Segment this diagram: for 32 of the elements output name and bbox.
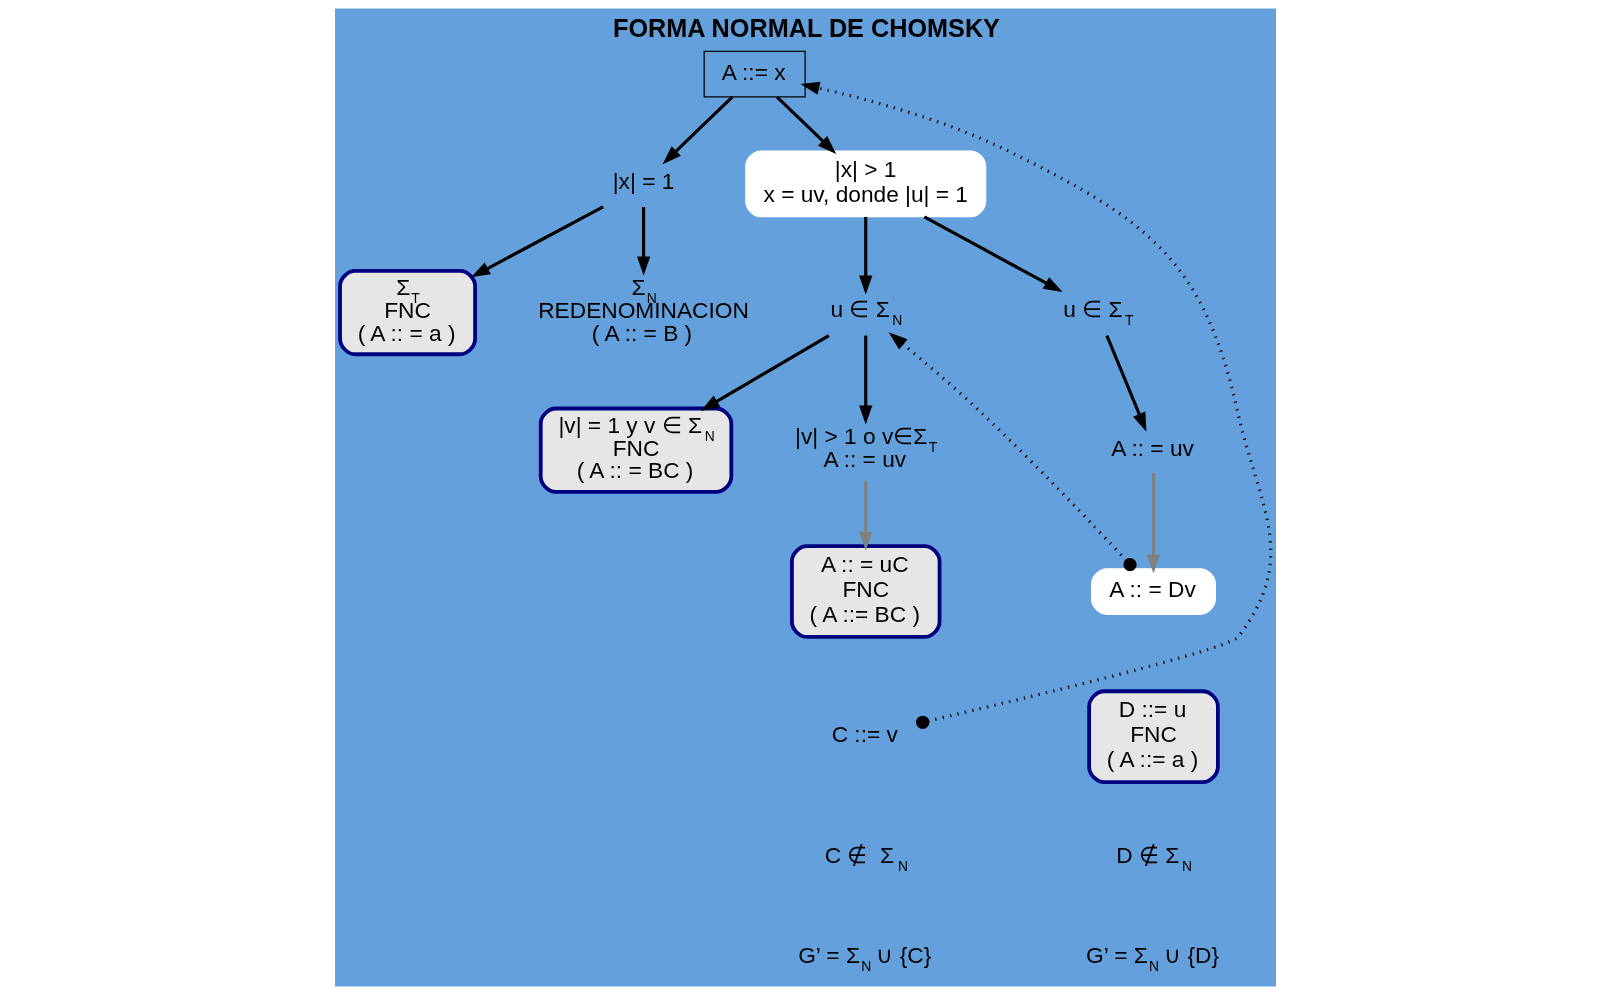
arrow	[799, 81, 1272, 729]
node-box: A :: = uC FNC ( A ::= BC )	[789, 544, 941, 639]
arrow	[1104, 334, 1146, 432]
node-box: Σ$_{T}$ FNC ( A :: = a )	[337, 269, 477, 357]
node-box: D ::= u FNC ( A ::= a )	[1086, 689, 1220, 784]
node-box: A :: = Dv	[1090, 568, 1216, 615]
node-box: |v| = 1 y v ∈ Σ$_{N}$ FNC ( A :: = BC )	[538, 406, 733, 494]
arrow	[700, 334, 830, 411]
arrow	[636, 207, 650, 276]
node-text: |x| = 1	[612, 168, 674, 195]
arrow	[858, 216, 872, 295]
node-box: A ::= x	[703, 50, 806, 98]
node-text: A :: = uv	[1110, 434, 1194, 461]
arrow	[470, 205, 604, 278]
node-box: |x| > 1 x = uv, donde |u| = 1	[744, 150, 986, 218]
arrow	[888, 332, 1137, 572]
label: G’ = Σ$_{N}$ ∪ {D}	[1085, 942, 1219, 975]
diagram-title: FORMA NORMAL DE CHOMSKY	[612, 14, 1000, 43]
arrow	[858, 335, 872, 425]
node-text: Σ$_{N}$ REDENOMINACION ( A :: = B )	[537, 274, 749, 346]
arrow	[662, 95, 733, 165]
label: C ∉ Σ$_{N}$	[824, 842, 908, 875]
arrow	[923, 215, 1063, 293]
label: D ∉ Σ$_{N}$	[1115, 842, 1192, 875]
label: G’ = Σ$_{N}$ ∪ {C}	[797, 942, 931, 975]
arrow	[1146, 473, 1160, 574]
arrow	[858, 480, 872, 551]
node-text: C ::= v	[831, 721, 898, 748]
node-text: u ∈ Σ$_{T}$	[1062, 295, 1134, 328]
node-text: |v| > 1 o v∈Σ$_{T}$ A :: = uv	[794, 423, 937, 473]
arrow	[775, 95, 836, 155]
node-text: u ∈ Σ$_{N}$	[829, 295, 902, 328]
